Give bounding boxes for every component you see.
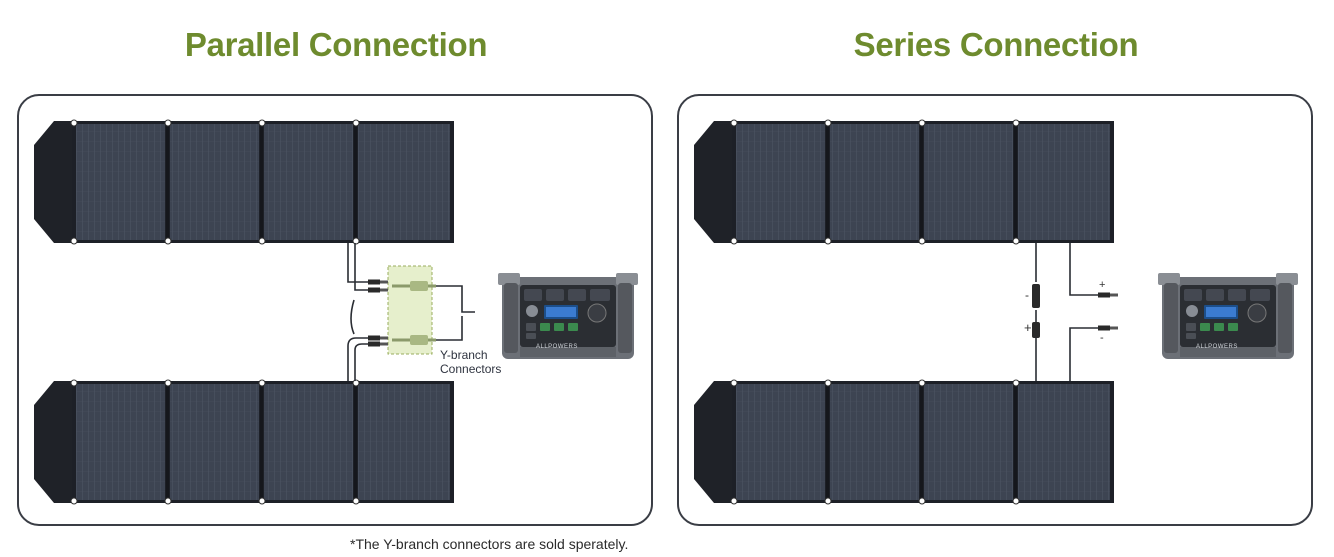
y-branch-label-line-2: Connectors	[440, 362, 502, 376]
series-cables	[1035, 243, 1098, 381]
station-brand-left: ALLPOWERS	[536, 344, 578, 350]
footnote: *The Y-branch connectors are sold sperat…	[350, 536, 629, 552]
solar-panel-top-series	[692, 118, 1116, 246]
parallel-connection-title: Parallel Connection	[184, 26, 488, 63]
parallel-cables	[347, 243, 475, 381]
solar-panel-bottom-series	[692, 378, 1116, 506]
solar-panel-top-parallel	[32, 118, 456, 246]
series-connection-title: Series Connection	[853, 26, 1139, 63]
station-brand-right: ALLPOWERS	[1196, 344, 1238, 350]
series-mc4-connectors	[1032, 284, 1118, 338]
polarity-minus-series-top: -	[1025, 288, 1029, 302]
y-branch-connectors-label: Y-branch Connectors	[440, 348, 501, 376]
polarity-minus-series-out: -	[1100, 332, 1104, 344]
polarity-plus-series-out: +	[1099, 279, 1106, 291]
y-branch-label-line-1: Y-branch	[440, 348, 488, 362]
polarity-plus-series-bottom: +	[1024, 320, 1032, 335]
y-branch-connectors	[368, 279, 436, 347]
solar-panel-bottom-parallel	[32, 378, 456, 506]
